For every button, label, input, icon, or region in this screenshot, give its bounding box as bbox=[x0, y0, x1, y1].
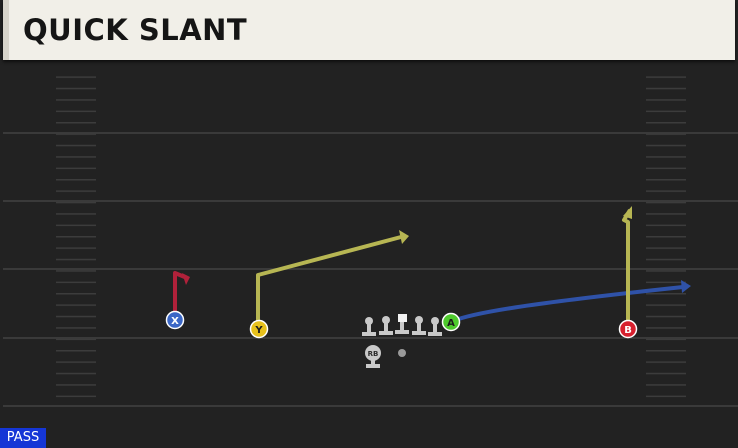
route-x bbox=[173, 271, 190, 319]
yard-line bbox=[3, 268, 738, 270]
yard-lines bbox=[3, 132, 738, 407]
left-tackle-icon bbox=[362, 317, 376, 336]
receiver-a-marker bbox=[441, 312, 461, 332]
yard-line bbox=[3, 132, 738, 134]
receiver-y-marker bbox=[249, 319, 269, 339]
offensive-line bbox=[362, 314, 442, 336]
running-back-marker bbox=[365, 345, 381, 361]
hash-marks-right bbox=[646, 72, 686, 402]
receiver-a-label: A bbox=[447, 318, 455, 329]
route-b bbox=[622, 206, 632, 328]
right-guard-icon bbox=[412, 316, 426, 335]
receiver-x: X bbox=[165, 310, 185, 330]
running-back: RB bbox=[365, 345, 381, 368]
right-tackle-icon bbox=[428, 317, 442, 336]
running-back-label: RB bbox=[368, 350, 379, 358]
left-guard-icon bbox=[379, 316, 393, 335]
receiver-y-label: Y bbox=[254, 325, 263, 336]
play-diagram: RB X Y A B bbox=[3, 72, 738, 407]
route-y bbox=[256, 230, 409, 328]
receiver-x-label: X bbox=[171, 316, 179, 327]
receiver-x-marker bbox=[165, 310, 185, 330]
yard-line bbox=[3, 337, 738, 339]
play-title-bar: QUICK SLANT bbox=[3, 0, 735, 60]
receiver-y: Y bbox=[249, 319, 269, 339]
center-icon bbox=[395, 314, 409, 334]
title-bar-accent bbox=[3, 0, 9, 60]
field: RB X Y A B bbox=[3, 62, 738, 448]
play-title: QUICK SLANT bbox=[23, 13, 248, 47]
receiver-b: B bbox=[618, 319, 638, 339]
play-type-badge: PASS bbox=[0, 428, 46, 448]
hash-marks-left bbox=[56, 72, 96, 402]
receiver-b-marker bbox=[618, 319, 638, 339]
yard-line bbox=[3, 200, 738, 202]
yard-line bbox=[3, 405, 738, 407]
receiver-b-label: B bbox=[624, 325, 632, 336]
quarterback-marker bbox=[398, 349, 406, 357]
receiver-a: A bbox=[441, 312, 461, 332]
